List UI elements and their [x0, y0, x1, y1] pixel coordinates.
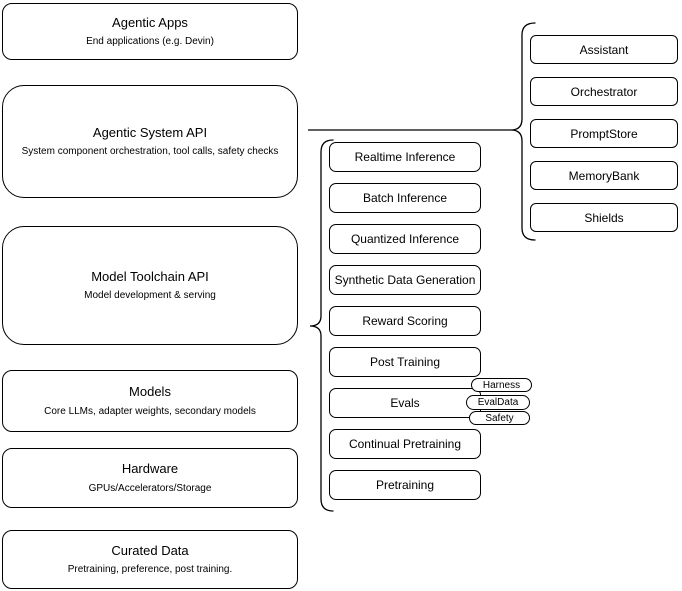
node-memorybank: MemoryBank — [530, 161, 678, 190]
node-promptstore: PromptStore — [530, 119, 678, 148]
node-curated-data: Curated Data Pretraining, preference, po… — [2, 530, 298, 589]
node-subtitle: Core LLMs, adapter weights, secondary mo… — [44, 405, 256, 417]
node-label: Reward Scoring — [362, 314, 448, 328]
tag-safety: Safety — [469, 411, 530, 425]
node-assistant: Assistant — [530, 35, 678, 64]
node-label: Assistant — [579, 42, 629, 57]
node-agentic-apps: Agentic Apps End applications (e.g. Devi… — [2, 3, 298, 60]
node-title: Models — [129, 384, 171, 400]
node-model-toolchain-api: Model Toolchain API Model development & … — [2, 226, 298, 345]
node-batch-inference: Batch Inference — [329, 183, 481, 213]
node-continual-pretraining: Continual Pretraining — [329, 429, 481, 459]
node-label: Synthetic Data Generation — [334, 273, 476, 287]
node-subtitle: Pretraining, preference, post training. — [67, 564, 233, 576]
node-evals: Evals — [329, 388, 481, 418]
node-agentic-system-api: Agentic System API System component orch… — [2, 85, 298, 198]
tag-evaldata: EvalData — [466, 395, 530, 410]
node-title: Agentic System API — [92, 124, 208, 140]
node-title: Model Toolchain API — [91, 268, 209, 284]
node-hardware: Hardware GPUs/Accelerators/Storage — [2, 448, 298, 508]
node-pretraining: Pretraining — [329, 470, 481, 500]
node-label: Post Training — [369, 355, 441, 369]
node-quantized-inference: Quantized Inference — [329, 224, 481, 254]
node-label: Orchestrator — [570, 84, 638, 99]
node-subtitle: End applications (e.g. Devin) — [86, 36, 214, 48]
node-label: Pretraining — [375, 478, 435, 492]
node-synthetic-data-generation: Synthetic Data Generation — [329, 265, 481, 295]
node-post-training: Post Training — [329, 347, 481, 377]
tag-label: EvalData — [477, 397, 519, 408]
tag-label: Safety — [485, 412, 514, 424]
node-label: PromptStore — [570, 126, 638, 141]
node-label: Realtime Inference — [354, 150, 456, 164]
node-shields: Shields — [530, 203, 678, 232]
node-title: Curated Data — [111, 542, 189, 558]
node-label: Batch Inference — [362, 191, 448, 205]
node-label: Shields — [584, 210, 624, 225]
node-label: Continual Pretraining — [348, 437, 462, 451]
node-subtitle: Model development & serving — [84, 290, 216, 302]
node-reward-scoring: Reward Scoring — [329, 306, 481, 336]
node-orchestrator: Orchestrator — [530, 77, 678, 106]
node-subtitle: GPUs/Accelerators/Storage — [88, 482, 212, 494]
node-title: Agentic Apps — [112, 14, 188, 30]
tag-harness: Harness — [471, 378, 532, 392]
node-models: Models Core LLMs, adapter weights, secon… — [2, 370, 298, 432]
tag-label: Harness — [482, 379, 521, 391]
node-subtitle: System component orchestration, tool cal… — [21, 146, 279, 158]
node-realtime-inference: Realtime Inference — [329, 142, 481, 172]
node-title: Hardware — [121, 461, 179, 477]
node-label: Evals — [390, 396, 420, 410]
node-label: Quantized Inference — [350, 232, 460, 246]
node-label: MemoryBank — [568, 168, 640, 183]
